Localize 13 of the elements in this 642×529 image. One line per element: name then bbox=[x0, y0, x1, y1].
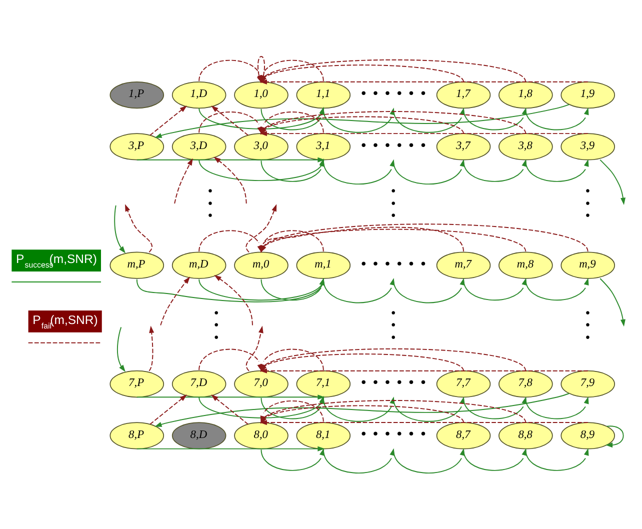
node-text: • • • • • • bbox=[360, 138, 428, 154]
node-text: • • • • • • bbox=[360, 427, 428, 442]
node-text: • • • • • • bbox=[360, 86, 428, 102]
label: • • • bbox=[390, 184, 397, 222]
label: • • • bbox=[584, 305, 592, 344]
label: • • • bbox=[206, 184, 214, 222]
node-text: • • • • • • bbox=[360, 376, 428, 391]
label: • • • bbox=[390, 305, 397, 344]
legend-label: P$_{success}$(m,SNR) bbox=[16, 251, 97, 269]
label: • • • bbox=[213, 305, 220, 344]
legend-label: P$_{fail}$(m,SNR) bbox=[32, 312, 98, 330]
label: • • • bbox=[584, 184, 592, 222]
node-text: • • • • • • bbox=[360, 256, 428, 272]
